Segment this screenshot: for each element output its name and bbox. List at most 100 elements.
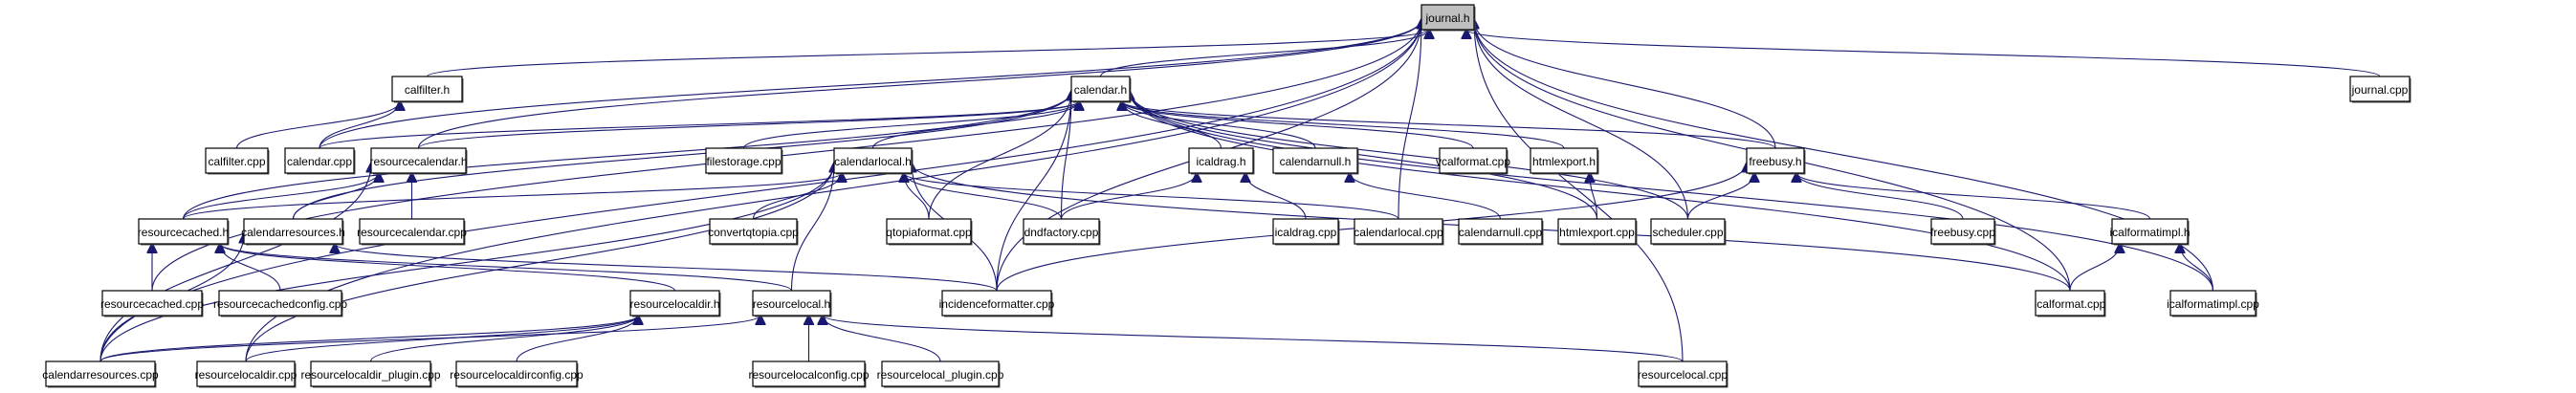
- node-box: [752, 360, 866, 387]
- node-vcalformat-cpp[interactable]: vcalformat.cpp: [1436, 147, 1510, 175]
- node-calendarresources-h[interactable]: calendarresources.h: [241, 218, 345, 246]
- node-filestorage-cpp[interactable]: filestorage.cpp: [705, 147, 783, 175]
- node-shadow: [1933, 221, 1996, 246]
- node-box: [1023, 218, 1100, 245]
- node-htmlexport-cpp[interactable]: htmlexport.cpp: [1557, 218, 1638, 246]
- node-resourcelocaldir-h[interactable]: resourcelocaldir.h: [629, 290, 721, 317]
- node-box: [2349, 76, 2411, 102]
- node-htmlexport-h[interactable]: htmlexport.h: [1530, 147, 1599, 175]
- edge-calendarnull_h-to-calendar_h: [1122, 101, 1316, 149]
- node-journal-h[interactable]: journal.h: [1420, 4, 1476, 32]
- node-calendarnull-h[interactable]: calendarnull.h: [1272, 147, 1359, 175]
- node-resourcecached-cpp[interactable]: resourcecached.cpp: [100, 290, 204, 317]
- node-resourcelocaldir-cpp[interactable]: resourcelocaldir.cpp: [195, 360, 297, 388]
- node-label: icaldrag.cpp: [1275, 226, 1337, 239]
- edge-resourcelocaldir_cpp-to-journal_h: [245, 20, 1421, 362]
- node-resourcelocal-h[interactable]: resourcelocal.h: [752, 290, 832, 317]
- node-shadow: [313, 363, 432, 388]
- node-box: [196, 360, 296, 387]
- edge-calendarresources_h-to-resourcecalendar_h: [292, 173, 380, 220]
- node-label: calendarlocal.cpp: [1354, 226, 1443, 239]
- node-label: journal.h: [1424, 11, 1469, 25]
- node-calendarlocal-h[interactable]: calendarlocal.h: [833, 147, 914, 175]
- node-label: vcalformat.cpp: [1436, 155, 1510, 168]
- node-label: calendarnull.h: [1280, 155, 1352, 168]
- node-incidenceformatter-cpp[interactable]: incidenceformatter.cpp: [939, 290, 1055, 317]
- node-label: resourcecachedconfig.cpp: [213, 297, 347, 311]
- node-freebusy-cpp[interactable]: freebusy.cpp: [1930, 218, 1996, 246]
- node-label: resourcelocaldir_plugin.cpp: [300, 368, 440, 382]
- node-shadow: [708, 150, 783, 175]
- node-shadow: [2114, 221, 2190, 246]
- node-shadow: [1461, 221, 1544, 246]
- node-box: [101, 290, 203, 317]
- node-icalformatimpl-h[interactable]: icalformatimpl.h: [2109, 218, 2191, 246]
- edge-dndfactory_cpp-to-calendarlocal_h: [904, 173, 1063, 220]
- node-box: [2035, 290, 2105, 317]
- node-label: resourcecalendar.cpp: [357, 226, 467, 239]
- node-calendarresources-cpp[interactable]: calendarresources.cpp: [42, 360, 159, 388]
- node-convertqtopia-cpp[interactable]: convertqtopia.cpp: [708, 218, 799, 246]
- node-icaldrag-cpp[interactable]: icaldrag.cpp: [1272, 218, 1340, 246]
- node-label: resourcelocal.cpp: [1638, 368, 1728, 382]
- edge-calfilter_h-to-journal_h: [426, 30, 1430, 77]
- edge-calendarresources_h-to-calendar_h: [292, 92, 1072, 220]
- node-label: htmlexport.cpp: [1559, 226, 1635, 239]
- node-scheduler-cpp[interactable]: scheduler.cpp: [1650, 218, 1727, 246]
- edge-resourcecalendar_h-to-journal_h: [417, 20, 1422, 149]
- node-label: htmlexport.h: [1532, 155, 1596, 168]
- node-shadow: [2352, 78, 2411, 103]
- node-resourcelocaldir-plugin-cpp[interactable]: resourcelocaldir_plugin.cpp: [300, 360, 441, 388]
- edge-resourcecachedconfig_cpp-to-resourcecached_h: [220, 244, 281, 292]
- node-resourcecalendar-h[interactable]: resourcecalendar.h: [369, 147, 468, 175]
- node-icalformatimpl-cpp[interactable]: icalformatimpl.cpp: [2167, 290, 2259, 317]
- node-shadow: [1356, 221, 1444, 246]
- node-shadow: [712, 221, 799, 246]
- node-shadow: [208, 150, 270, 175]
- node-shadow: [1560, 221, 1638, 246]
- edge-htmlexport_cpp-to-calendar_h: [1130, 92, 1598, 220]
- node-resourcelocal-cpp[interactable]: resourcelocal.cpp: [1638, 360, 1728, 388]
- node-resourcelocalconfig-cpp[interactable]: resourcelocalconfig.cpp: [748, 360, 870, 388]
- node-box: [1354, 218, 1443, 245]
- edge-freebusy_h-to-journal_h: [1474, 20, 1776, 149]
- node-box: [629, 290, 720, 317]
- node-shadow: [2037, 293, 2106, 317]
- node-icaldrag-h[interactable]: icaldrag.h: [1188, 147, 1255, 175]
- node-calfilter-cpp[interactable]: calfilter.cpp: [205, 147, 270, 175]
- edge-icaldrag_cpp-to-icaldrag_h: [1245, 173, 1307, 220]
- node-resourcelocal-plugin-cpp[interactable]: resourcelocal_plugin.cpp: [877, 360, 1004, 388]
- node-qtopiaformat-cpp[interactable]: qtopiaformat.cpp: [886, 218, 973, 246]
- node-icalformat-cpp[interactable]: icalformat.cpp: [2035, 290, 2106, 317]
- node-resourcecalendar-cpp[interactable]: resourcecalendar.cpp: [357, 218, 467, 246]
- node-label: calendar.h: [1074, 83, 1127, 97]
- node-shadow: [1275, 150, 1359, 175]
- node-label: resourcelocaldir.h: [629, 297, 719, 311]
- node-shadow: [221, 293, 343, 317]
- node-label: calendarresources.h: [241, 226, 345, 239]
- edge-calendarresources_cpp-to-resourcecalendar_h: [99, 164, 371, 362]
- node-calendarnull-cpp[interactable]: calendarnull.cpp: [1458, 218, 1544, 246]
- node-journal-cpp[interactable]: journal.cpp: [2349, 76, 2411, 103]
- node-calfilter-h[interactable]: calfilter.h: [391, 76, 464, 103]
- node-resourcecachedconfig-cpp[interactable]: resourcecachedconfig.cpp: [213, 290, 347, 317]
- edge-calendarresources_cpp-to-resourcelocaldir_h: [99, 316, 638, 362]
- node-box: [218, 290, 342, 317]
- node-freebusy-h[interactable]: freebusy.h: [1746, 147, 1806, 175]
- node-label: resourcelocaldir.cpp: [195, 368, 297, 382]
- node-calendarlocal-cpp[interactable]: calendarlocal.cpp: [1354, 218, 1444, 246]
- node-resourcecached-h[interactable]: resourcecached.h: [138, 218, 230, 246]
- node-box: [886, 218, 972, 245]
- edge-incidenceformatter_cpp-to-calendar_h: [996, 92, 1071, 292]
- node-dndfactory-cpp[interactable]: dndfactory.cpp: [1023, 218, 1101, 246]
- node-calendar-cpp[interactable]: calendar.cpp: [284, 147, 356, 175]
- edge-calendar_cpp-to-journal_h: [319, 20, 1421, 149]
- node-resourcelocaldirconfig-cpp[interactable]: resourcelocaldirconfig.cpp: [450, 360, 583, 388]
- node-box: [881, 360, 1000, 387]
- edge-resourcecached_h-to-calendarlocal_h: [182, 173, 843, 220]
- node-shadow: [632, 293, 721, 317]
- node-calendar-h[interactable]: calendar.h: [1070, 76, 1132, 103]
- edge-scheduler_cpp-to-freebusy_h: [1686, 173, 1755, 220]
- node-shadow: [836, 150, 914, 175]
